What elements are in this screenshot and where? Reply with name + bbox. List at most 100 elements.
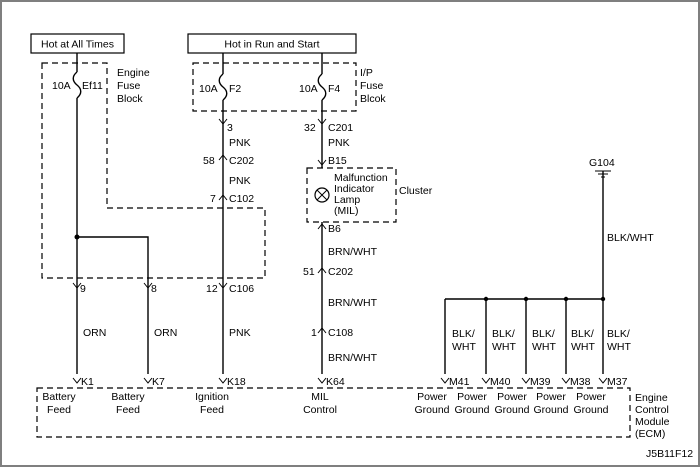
wire-color-orn-2: ORN (154, 327, 177, 339)
fuse-f4-rating: 10A (299, 83, 318, 95)
fuse-f4-icon (317, 73, 327, 101)
wire-color-brn-wht-3: BRN/WHT (328, 352, 378, 364)
svg-text:Control: Control (635, 404, 669, 416)
fuse-f4-name: F4 (328, 83, 340, 95)
svg-text:WHT: WHT (452, 341, 476, 353)
cluster-outline (306, 167, 397, 223)
c201-label: C201 (328, 122, 353, 134)
wire-color-blk-wht-m37: BLK/ WHT (607, 328, 631, 353)
splice-ground-4 (600, 296, 606, 302)
c108-pin-1: 1 (311, 327, 317, 339)
svg-text:BLK/: BLK/ (532, 328, 555, 340)
ecm-pin-function-label: Power (497, 391, 527, 403)
ecm-pin-m38: M38 (570, 376, 591, 388)
ecm-pin-k64: K64 (326, 376, 345, 388)
c202-bottom-label: C202 (328, 266, 353, 278)
c106-label: C106 (229, 283, 254, 295)
ecm-pin-function-label: Feed (47, 404, 71, 416)
wire-color-blk-wht-m39: BLK/ WHT (532, 328, 556, 353)
ground-g104-label: G104 (589, 157, 615, 169)
mil-lamp-label: Malfunction Indicator Lamp (MIL) (334, 172, 388, 217)
c202-top-label: C202 (229, 155, 254, 167)
b6-label: B6 (328, 223, 341, 235)
splice-ground-2 (523, 296, 529, 302)
svg-text:Fuse: Fuse (360, 80, 384, 92)
ecm-pin-k7: K7 (152, 376, 165, 388)
fuse-f2-name: F2 (229, 83, 241, 95)
ecm-pin-chevron (317, 377, 327, 384)
wire-color-pnk-1: PNK (229, 137, 251, 149)
ecm-pin-m40: M40 (490, 376, 511, 388)
ecm-pin-function-label: Ground (454, 404, 489, 416)
connector-marks (72, 118, 327, 334)
mil-lamp-icon (314, 187, 330, 203)
b15-label: B15 (328, 155, 347, 167)
ecm-pin-function-label: Power (536, 391, 566, 403)
svg-text:Fuse: Fuse (117, 80, 141, 92)
ecm-pin-function-label: Control (303, 404, 337, 416)
wire-color-blk-wht-m38: BLK/ WHT (571, 328, 595, 353)
svg-text:Block: Block (117, 93, 143, 105)
svg-text:Engine: Engine (635, 392, 668, 404)
wire-color-brn-wht-2: BRN/WHT (328, 297, 378, 309)
wire-color-pnk-4: PNK (229, 327, 251, 339)
svg-text:(MIL): (MIL) (334, 205, 359, 217)
source-hot-at-all-times-label: Hot at All Times (41, 39, 114, 51)
svg-text:Indicator: Indicator (334, 183, 375, 195)
ecm-pin-function-label: Feed (200, 404, 224, 416)
ecm-pin-chevron (598, 377, 608, 384)
svg-text:WHT: WHT (607, 341, 631, 353)
c106-pin-9: 9 (80, 283, 86, 295)
ecm-pin-function-label: Ground (494, 404, 529, 416)
splice-ground-3 (563, 296, 569, 302)
ecm-label: Engine Control Module (ECM) (635, 392, 670, 440)
ecm-pin-chevron (561, 377, 571, 384)
c201-pin-32: 32 (304, 122, 316, 134)
c102-label: C102 (229, 193, 254, 205)
fuse-ef11-icon (72, 71, 82, 99)
fuse-ef11-name: Ef11 (82, 80, 103, 92)
ecm-pin-m37: M37 (607, 376, 628, 388)
c106-pin-12: 12 (206, 283, 218, 295)
wire-color-blk-wht-main: BLK/WHT (607, 232, 654, 244)
c106-pin-8: 8 (151, 283, 157, 295)
svg-text:WHT: WHT (532, 341, 556, 353)
source-hot-at-all-times: Hot at All Times (30, 33, 125, 54)
svg-text:Module: Module (635, 416, 670, 428)
ecm-pin-m41: M41 (449, 376, 470, 388)
c108-label: C108 (328, 327, 353, 339)
svg-text:WHT: WHT (492, 341, 516, 353)
ecm-pin-function-label: MIL (311, 391, 329, 403)
fuse-f2-rating: 10A (199, 83, 218, 95)
ip-fuse-block-label: I/P Fuse Blcok (360, 67, 386, 105)
svg-text:(ECM): (ECM) (635, 428, 665, 440)
splice-battery (74, 234, 80, 240)
diagram-id: J5B11F12 (646, 448, 693, 460)
source-hot-in-run-and-start-label: Hot in Run and Start (224, 39, 319, 51)
ecm-pin-function-label: Ground (573, 404, 608, 416)
ecm-pin-function-label: Feed (116, 404, 140, 416)
ecm-pin-chevron (521, 377, 531, 384)
svg-text:WHT: WHT (571, 341, 595, 353)
ecm-pin-function-label: Power (576, 391, 606, 403)
ip-fuse-block-outline (192, 62, 357, 112)
source-hot-in-run-and-start: Hot in Run and Start (187, 33, 357, 54)
ecm-pin-chevron (218, 377, 228, 384)
c201-pin-3: 3 (227, 122, 233, 134)
wire-color-blk-wht-m40: BLK/ WHT (492, 328, 516, 353)
svg-text:Lamp: Lamp (334, 194, 360, 206)
ecm-pin-function-label: Ground (414, 404, 449, 416)
c202-pin-58: 58 (203, 155, 215, 167)
engine-fuse-block-outline (41, 62, 266, 279)
ecm-pin-k1: K1 (81, 376, 94, 388)
ecm-pin-function-label: Ground (533, 404, 568, 416)
ecm-pin-function-label: Ignition (195, 391, 229, 403)
ecm-pins: K1BatteryFeedK7BatteryFeedK18IgnitionFee… (42, 376, 627, 416)
run-start-bus (222, 53, 323, 74)
wire-color-brn-wht-1: BRN/WHT (328, 246, 378, 258)
wire-color-pnk-3: PNK (229, 175, 251, 187)
cluster-label: Cluster (399, 185, 433, 197)
wire-color-pnk-2: PNK (328, 137, 350, 149)
